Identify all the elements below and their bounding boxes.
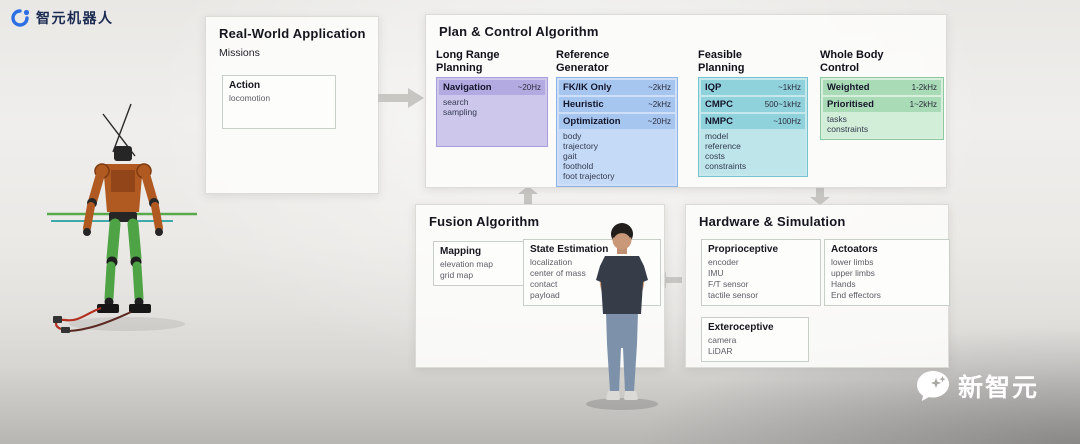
algo-rate: 500~1kHz: [764, 100, 801, 109]
algo-block-fkik-only: FK/IK Only ~2kHz: [559, 80, 675, 95]
exteroceptive-box: Exteroceptive camera LiDAR: [701, 317, 809, 362]
brand-logo-icon: [11, 9, 30, 27]
algo-rate: 1-2kHz: [911, 83, 937, 92]
box-header: Action: [229, 80, 261, 91]
watermark-text: 新智元: [958, 374, 1040, 402]
algo-block-header: CMPC 500~1kHz: [701, 97, 805, 112]
algo-rate: ~20Hz: [517, 83, 541, 92]
flow-arrow-right-icon: [378, 88, 424, 108]
box-header: Proprioceptive: [708, 244, 779, 255]
box-header: Actoators: [831, 244, 878, 255]
state-estimation-box: State Estimation localization center of …: [523, 239, 661, 306]
box-items: camera LiDAR: [708, 335, 737, 356]
box-items: encoder IMU F/T sensor tactile sensor: [708, 257, 759, 300]
algo-name: Prioritised: [827, 99, 874, 110]
algo-name: FK/IK Only: [563, 82, 612, 93]
panel-title: Hardware & Simulation: [699, 214, 846, 229]
algo-block-nmpc: NMPC ~100Hz model reference costs constr…: [701, 114, 805, 174]
algo-rate: ~2kHz: [648, 100, 671, 109]
column-header-feasible-planning: Feasible Planning: [698, 49, 745, 74]
algo-name: IQP: [705, 82, 722, 93]
long-range-planning-stack: Navigation ~20Hz search sampling: [436, 77, 548, 147]
algo-block-weighted: Weighted 1-2kHz: [823, 80, 941, 95]
panel-title: Fusion Algorithm: [429, 214, 540, 229]
panel-hardware-simulation: Hardware & Simulation Proprioceptive enc…: [685, 204, 950, 368]
box-items: localization center of mass contact payl…: [530, 257, 586, 300]
algo-name: Weighted: [827, 82, 870, 93]
whole-body-control-stack: Weighted 1-2kHz Prioritised 1~2kHz tasks…: [820, 77, 944, 140]
reference-generator-stack: FK/IK Only ~2kHz Heuristic ~2kHz Optimiz…: [556, 77, 678, 187]
box-header: Exteroceptive: [708, 322, 774, 333]
robot-figure: [47, 103, 197, 333]
box-items: elevation map grid map: [440, 259, 493, 280]
algo-name: CMPC: [705, 99, 733, 110]
algo-rate: ~20Hz: [647, 117, 671, 126]
algo-items: model reference costs constraints: [701, 129, 805, 174]
stage-floor: [0, 362, 1080, 444]
box-header: Mapping: [440, 246, 482, 257]
brand-logo: 智元机器人: [10, 8, 114, 28]
watermark-logo: 新智元: [916, 368, 1039, 404]
algo-items: search sampling: [439, 95, 545, 144]
algo-block-header: IQP ~1kHz: [701, 80, 805, 95]
column-header-long-range-planning: Long Range Planning: [436, 49, 500, 74]
algo-block-header: Navigation ~20Hz: [439, 80, 545, 95]
algo-rate: ~1kHz: [778, 83, 801, 92]
panel-plan-control-algorithm: Plan & Control Algorithm Long Range Plan…: [425, 14, 947, 188]
flow-arrow-down-icon: [810, 186, 830, 205]
column-header-reference-generator: Reference Generator: [556, 49, 610, 74]
algo-name: NMPC: [705, 116, 733, 127]
algo-block-header: Heuristic ~2kHz: [559, 97, 675, 112]
panel-real-world-application: Real-World Application Missions Action l…: [205, 16, 379, 194]
algo-name: Heuristic: [563, 99, 604, 110]
actuators-box: Actoators lower limbs upper limbs Hands …: [824, 239, 950, 306]
algo-block-navigation: Navigation ~20Hz search sampling: [439, 80, 545, 144]
box-header: State Estimation: [530, 244, 609, 255]
panel-subtitle: Missions: [219, 47, 260, 59]
algo-name: Optimization: [563, 116, 621, 127]
proprioceptive-box: Proprioceptive encoder IMU F/T sensor ta…: [701, 239, 821, 306]
algo-name: Navigation: [443, 82, 492, 93]
watermark-chat-icon: [917, 371, 949, 401]
algo-rate: 1~2kHz: [909, 100, 937, 109]
algo-items: body trajectory gait foothold foot traje…: [559, 129, 675, 184]
mapping-box: Mapping elevation map grid map: [433, 241, 535, 286]
brand-name: 智元机器人: [36, 10, 114, 26]
panel-title: Real-World Application: [219, 26, 366, 41]
algo-block-header: Optimization ~20Hz: [559, 114, 675, 129]
algo-rate: ~2kHz: [648, 83, 671, 92]
algo-block-cmpc: CMPC 500~1kHz: [701, 97, 805, 112]
flow-arrow-up-icon: [518, 186, 538, 205]
column-header-whole-body-control: Whole Body Control: [820, 49, 884, 74]
algo-block-header: NMPC ~100Hz: [701, 114, 805, 129]
algo-block-iqp: IQP ~1kHz: [701, 80, 805, 95]
box-items: lower limbs upper limbs Hands End effect…: [831, 257, 881, 300]
algo-block-header: FK/IK Only ~2kHz: [559, 80, 675, 95]
algo-block-optimization: Optimization ~20Hz body trajectory gait …: [559, 114, 675, 184]
algo-block-header: Weighted 1-2kHz: [823, 80, 941, 95]
panel-title: Plan & Control Algorithm: [439, 24, 599, 39]
feasible-planning-stack: IQP ~1kHz CMPC 500~1kHz NMPC ~100Hz mode…: [698, 77, 808, 177]
algo-items: tasks constraints: [823, 112, 941, 137]
action-box: Action locomotion: [222, 75, 336, 129]
algo-block-header: Prioritised 1~2kHz: [823, 97, 941, 112]
box-items: locomotion: [229, 93, 271, 103]
algo-rate: ~100Hz: [773, 117, 801, 126]
algo-block-prioritised: Prioritised 1~2kHz tasks constraints: [823, 97, 941, 137]
presenter-figure: [586, 223, 658, 410]
algo-block-heuristic: Heuristic ~2kHz: [559, 97, 675, 112]
